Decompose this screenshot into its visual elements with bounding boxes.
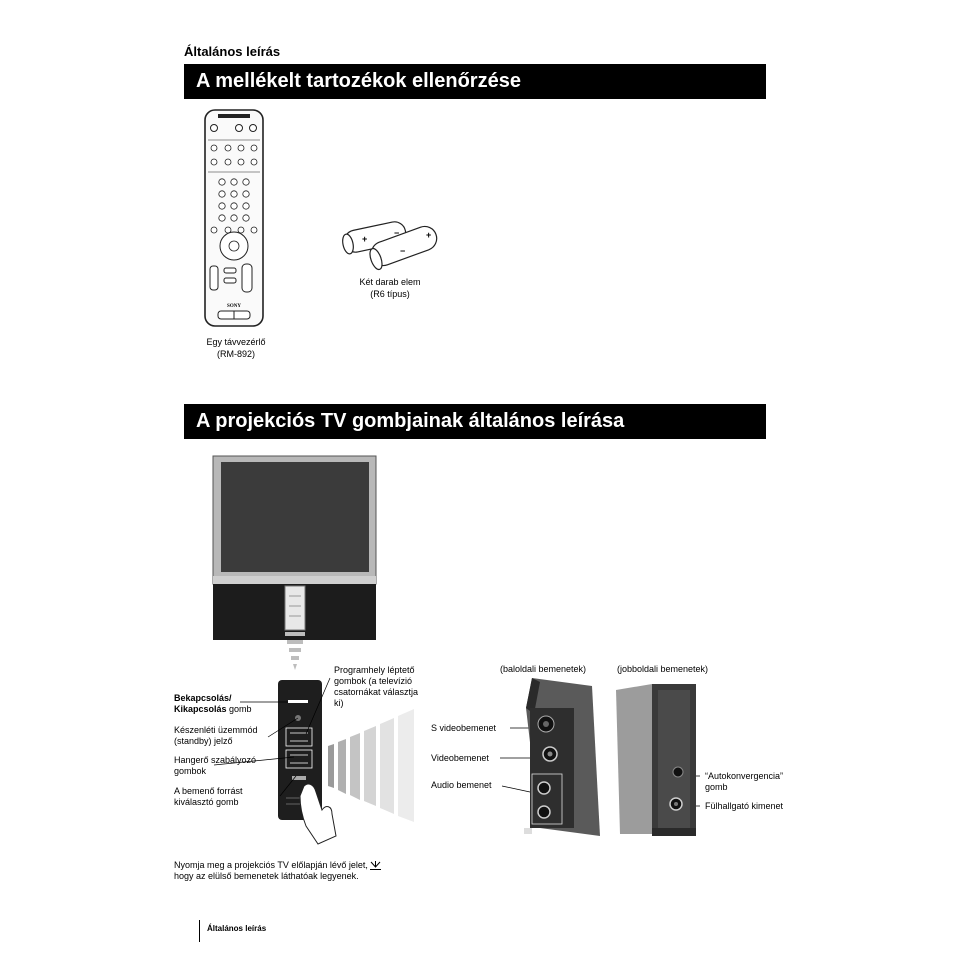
label-power-rest: gomb — [229, 704, 252, 714]
label-autoconvergence: “Autokonvergencia” gomb — [705, 771, 784, 792]
label-headphone: Fülhallgató kimenet — [705, 801, 784, 811]
label-left-inputs: (baloldali bemenetek) — [500, 664, 587, 674]
remote-caption-line2: (RM-892) — [216, 349, 255, 359]
svg-text:+: + — [362, 234, 367, 244]
label-power-bold: Bekapcsolás/ Kikapcsolás — [174, 693, 232, 714]
label-video: Videobemenet — [431, 753, 489, 763]
section-title-tv-buttons: A projekciós TV gombjainak általános leí… — [184, 404, 766, 439]
label-s-video: S videobemenet — [431, 723, 497, 733]
remote-control-illustration: SONY — [204, 109, 264, 327]
label-standby: Készenléti üzemmód (standby) jelző — [174, 725, 258, 746]
right-inputs-illustration — [616, 684, 696, 836]
label-input-select: A bemenő forrást kiválasztó gomb — [174, 786, 243, 807]
footer-text: Általános leírás — [207, 924, 267, 933]
front-panel-symbol-icon — [370, 861, 381, 870]
projection-tv-illustration — [212, 455, 377, 670]
label-program: Programhely léptető gombok (a televízió … — [334, 665, 419, 708]
label-audio: Audio bemenet — [431, 780, 492, 790]
section-title-accessories: A mellékelt tartozékok ellenőrzése — [184, 64, 766, 99]
battery-caption-line1: Két darab elem — [359, 277, 421, 287]
battery-caption-line2: (R6 típus) — [370, 289, 410, 299]
left-inputs-illustration — [524, 678, 600, 836]
batteries-illustration: + − − + — [342, 221, 438, 271]
remote-caption-line1: Egy távvezérlő — [206, 337, 266, 347]
svg-text:−: − — [394, 228, 399, 238]
label-right-inputs: (jobboldali bemenetek) — [617, 664, 709, 674]
section-label: Általános leírás — [184, 44, 281, 59]
svg-text:−: − — [400, 246, 405, 256]
note-text: Nyomja meg a projekciós TV előlapján lév… — [174, 860, 368, 881]
remote-brand: SONY — [227, 304, 241, 309]
svg-text:+: + — [426, 230, 431, 240]
label-volume: Hangerő szabályozó gombok — [174, 755, 257, 776]
footer-rule — [199, 920, 200, 942]
